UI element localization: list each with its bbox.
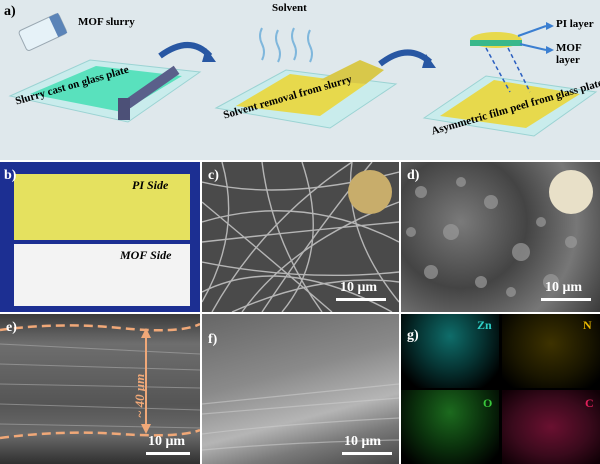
eds-label-n: N [583,318,592,332]
panel-a: a) MOF slurry Solvent PI layer MOF layer… [0,0,600,160]
panel-a-schematic [8,12,598,137]
slurry-vial [18,12,68,51]
thickness-label: ~ 40 μm [132,373,147,418]
slurry-film [30,66,182,112]
panel-g-eds-maps: g) Zn N O C [401,314,600,464]
panel-b: b) PI Side MOF Side [0,162,200,312]
arrow-1 [158,42,213,59]
scale-label-f: 10 μm [344,434,382,449]
panel-f-label: f) [208,332,218,347]
panel-c-label: c) [208,168,219,183]
eds-map-zn [401,314,499,388]
panel-b-label: b) [4,168,17,183]
scale-bar-d [541,298,591,301]
mof-side-label: MOF Side [120,248,172,262]
casting-bar [124,65,180,109]
cross-section-overlay [0,322,200,440]
eds-map-n [502,314,600,388]
eds-label-zn: Zn [477,318,492,332]
panel-g-label: g) [407,328,419,343]
panel-a-label: a) [4,4,16,19]
cross-section-texture [202,383,399,451]
panel-d-sem-particles: d) 10 μm [401,162,600,312]
arrow-2 [378,49,433,67]
panel-e-label: e) [6,320,17,335]
bottom-boundary-line [0,428,200,440]
eds-map-c [502,390,600,464]
panel-e-cross-section: e) ~ 40 μm 10 μm [0,314,200,464]
mof-layer-label: MOF layer [556,42,582,66]
particle-texture [406,177,577,297]
solvent-label: Solvent [272,2,307,14]
eds-label-o: O [483,396,493,410]
pi-side-film [14,174,190,240]
asymmetric-film [440,80,580,128]
drying-film [236,74,366,116]
mof-slurry-label: MOF slurry [78,16,135,28]
top-boundary-line [0,322,200,332]
pi-layer-label: PI layer [556,18,594,30]
film-photo-inset [348,170,392,214]
panel-f-cross-section: f) 10 μm [202,314,399,464]
scale-label-d: 10 μm [545,280,583,295]
scale-label-e: 10 μm [148,434,186,449]
scale-label-c: 10 μm [340,280,378,295]
eds-map-o [401,390,499,464]
scale-bar-e [146,452,190,455]
pi-side-label: PI Side [132,178,169,192]
panel-d-label: d) [407,168,420,183]
scale-bar-f [342,452,392,455]
eds-label-c: C [585,396,594,410]
mof-side-film [14,244,190,306]
panel-c-sem-fibers: c) 10 μm [202,162,399,312]
vapor-arrows [259,27,313,63]
film-photo-inset [549,170,593,214]
scale-bar-c [336,298,386,301]
